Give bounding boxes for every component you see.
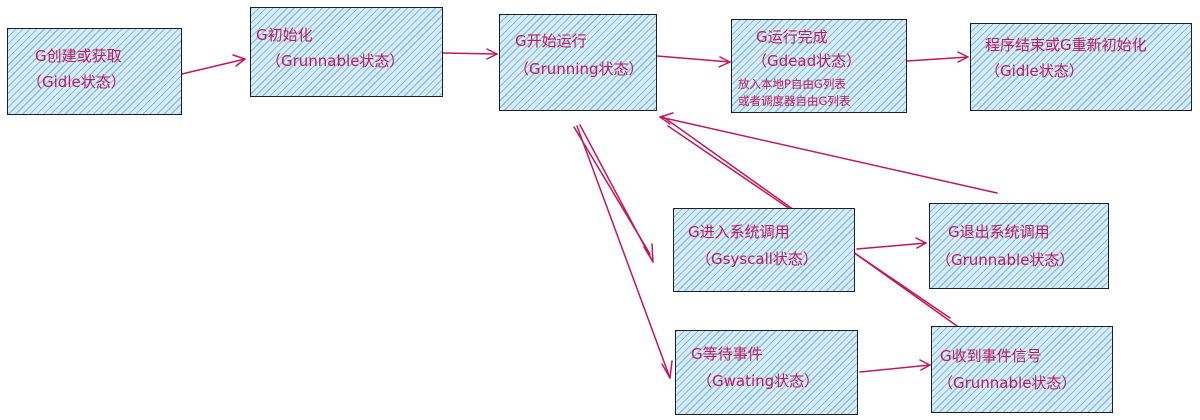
- edge-running-to-dead: [656, 55, 731, 68]
- node-created: [7, 28, 182, 115]
- node-end-title: 程序结束或G重新初始化: [985, 36, 1147, 54]
- node-signal-title: G收到事件信号: [940, 347, 1042, 365]
- edge-syscall-to-exit: [856, 237, 927, 250]
- edge-init-to-running: [442, 48, 498, 60]
- node-syscall-exit: [929, 203, 1109, 289]
- node-signal: [931, 326, 1113, 413]
- node-waiting: [675, 330, 858, 415]
- node-syscall: [673, 208, 855, 292]
- node-dead-title: G运行完成: [756, 28, 828, 46]
- edge-exit-to-running: [659, 112, 998, 194]
- edge-running-to-waiting: [576, 125, 673, 379]
- node-created-state: （Gidle状态）: [27, 73, 126, 91]
- node-running-state: （Grunning状态）: [514, 60, 644, 78]
- node-dead-state: （Gdead状态）: [752, 52, 862, 70]
- node-end: [970, 23, 1192, 111]
- node-end-state: （Gidle状态）: [985, 62, 1084, 80]
- node-syscall-exit-title: G退出系统调用: [948, 223, 1050, 241]
- edge-running-to-syscall: [573, 124, 654, 263]
- node-waiting-state: （Gwating状态）: [697, 372, 820, 390]
- node-running: [499, 14, 657, 111]
- node-waiting-title: G等待事件: [691, 345, 763, 363]
- node-init-state: （Grunnable状态）: [266, 52, 405, 70]
- node-dead-note-1: 放入本地P自由G列表: [738, 77, 846, 91]
- node-syscall-exit-state: （Grunnable状态）: [936, 251, 1075, 269]
- node-syscall-title: G进入系统调用: [688, 223, 790, 241]
- node-created-title: G创建或获取: [35, 47, 122, 65]
- node-dead: [731, 19, 907, 113]
- node-init: [250, 7, 443, 97]
- node-signal-state: （Grunnable状态）: [938, 374, 1077, 392]
- node-syscall-state: （Gsyscall状态）: [696, 250, 818, 268]
- edge-waiting-to-signal: [859, 359, 931, 373]
- node-init-title: G初始化: [256, 26, 313, 44]
- node-dead-note-2: 或者调度器自由G列表: [738, 94, 851, 108]
- node-running-title: G开始运行: [515, 32, 587, 50]
- edge-created-to-init: [181, 54, 246, 75]
